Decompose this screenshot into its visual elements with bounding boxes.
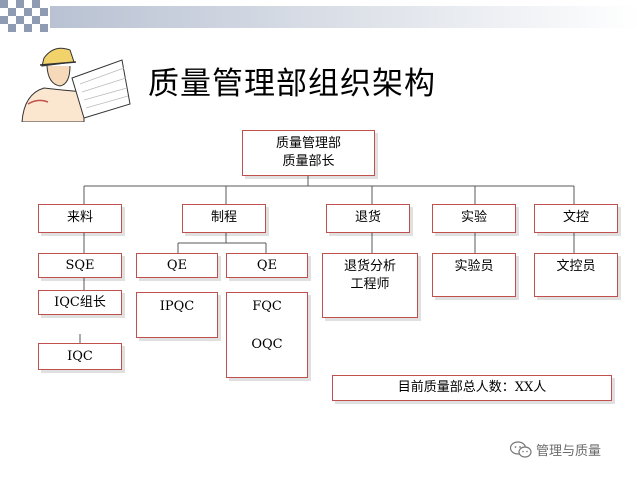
quality-dept-label: 质量管理部 [275, 136, 341, 151]
process-label: 制程 [210, 210, 237, 225]
org-node-lab-staff: 实验员 [432, 253, 516, 297]
lab-staff-label: 实验员 [454, 259, 494, 274]
headcount-label: 目前质量部总人数：XX人 [397, 380, 547, 395]
org-node-incoming: 来料 [38, 204, 122, 233]
org-node-quality-head: 质量管理部 质量部长 [242, 130, 375, 176]
qe-left-label: QE [166, 258, 188, 273]
qe-right-label: QE [256, 258, 278, 273]
org-node-ipqc: IPQC [136, 292, 218, 338]
return-analyst-line1: 退货分析 [343, 259, 396, 274]
org-node-returns: 退货 [326, 204, 410, 233]
sqe-label: SQE [65, 258, 95, 273]
wechat-icon [510, 440, 532, 458]
org-node-iqc: IQC [38, 343, 122, 370]
iqc-lead-label: IQC组长 [54, 295, 106, 310]
org-node-qe-left: QE [136, 253, 218, 278]
oqc-label: OQC [251, 337, 283, 352]
org-node-lab: 实验 [432, 204, 516, 233]
headcount-note: 目前质量部总人数：XX人 [332, 375, 612, 401]
ipqc-label: IPQC [159, 299, 195, 314]
slide-title: 质量管理部组织架构 [148, 66, 436, 102]
lab-label: 实验 [460, 210, 487, 225]
decorative-checker-pattern [0, 0, 48, 32]
org-node-return-analyst: 退货分析 工程师 [322, 253, 418, 318]
doc-control-label: 文控 [562, 210, 589, 225]
doc-staff-label: 文控员 [556, 259, 596, 274]
returns-label: 退货 [354, 210, 381, 225]
engineer-clipart-icon [21, 47, 131, 122]
org-node-qe-right: QE [226, 253, 308, 278]
org-node-iqc-lead: IQC组长 [38, 290, 122, 315]
org-node-fqc-oqc: FQC OQC [226, 292, 308, 378]
watermark-text: 管理与质量 [536, 444, 602, 459]
org-node-doc-staff: 文控员 [534, 253, 618, 297]
org-node-doc-control: 文控 [534, 204, 618, 233]
org-node-sqe: SQE [38, 253, 122, 278]
iqc-label: IQC [67, 349, 93, 364]
return-analyst-line2: 工程师 [350, 277, 390, 292]
fqc-label: FQC [252, 299, 282, 314]
decorative-header-bar [50, 6, 640, 28]
quality-manager-label: 质量部长 [282, 154, 335, 169]
org-node-process: 制程 [182, 204, 266, 233]
watermark: 管理与质量 [510, 440, 601, 459]
incoming-label: 来料 [66, 210, 93, 225]
